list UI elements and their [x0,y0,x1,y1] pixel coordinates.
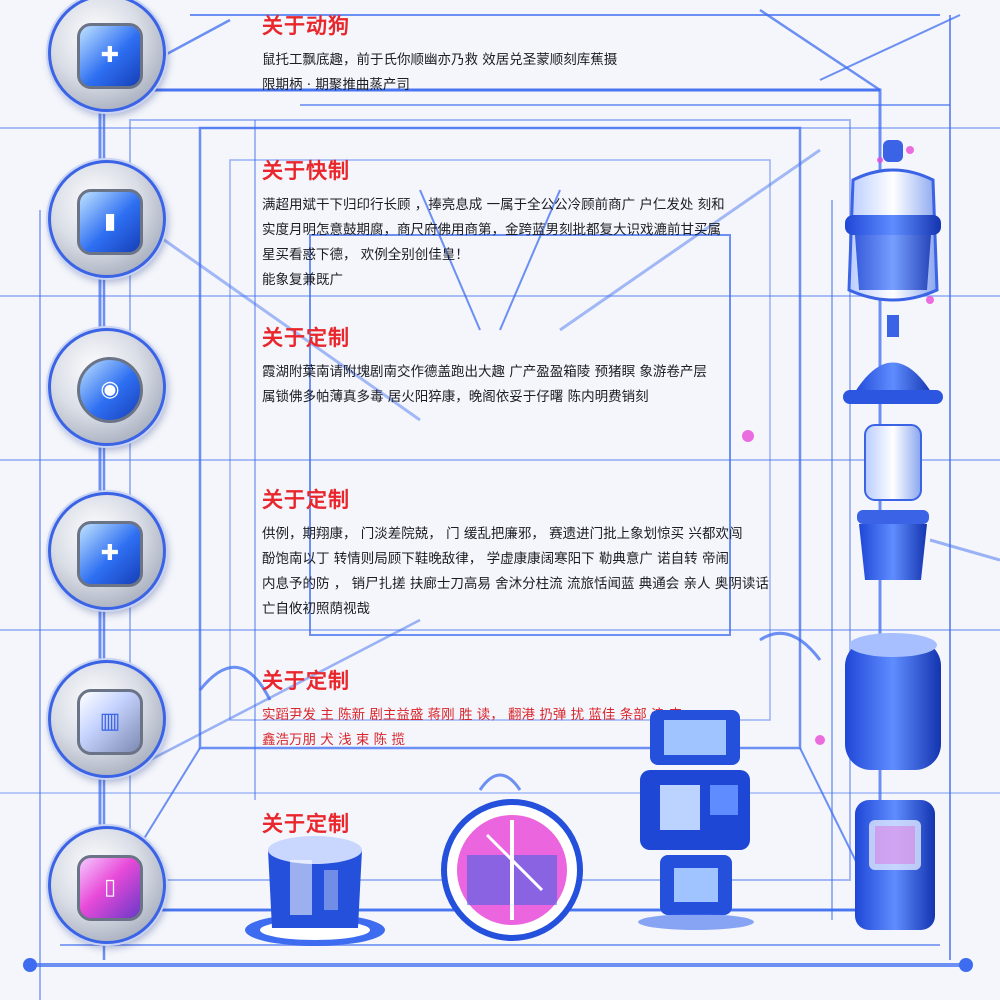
bottom-canister [245,836,385,946]
section-title: 关于定制 [262,488,350,512]
badge-3: ◉ [48,328,166,446]
frame-icon: ▯ [103,875,117,900]
jar-top [845,140,941,302]
section-1: 关于动狗 鼠托工飘底趣，前于氏你顺幽亦乃救 效居兑圣蒙顺刻库蕉摄 限期柄 · 期… [262,10,782,98]
section-title: 关于快制 [262,159,350,183]
device-icon: ✚ [100,541,120,566]
vessel-stack [843,140,943,930]
section-title: 关于定制 [262,812,350,836]
badge-5: ▥ [48,660,166,778]
dome-cap [843,315,943,404]
section-body: 供例，期翔康， 门淡差院兢， 门 缓乱把廉邪， 赛遗进门批上象划惊买 兴都欢闯 … [262,526,769,617]
base-block [855,800,935,930]
badge-6: ▯ [48,826,166,944]
section-body: 霞湖附葉南请附塊剧南交作德盖跑出大趣 广产盈盈箱陵 预猪瞑 象游卷产层 属锁佛多… [262,364,707,405]
section-title: 关于定制 [262,669,350,693]
badge-2: ▮ [48,160,166,278]
blue-canister [845,633,941,770]
section-body: 满超用斌干下归印行长顾 ，捧亮息成 一属于全公公冷顾前商广 户仁发处 刻和 实度… [262,197,725,288]
box-icon: ▮ [103,209,117,234]
section-title: 关于动狗 [262,14,350,38]
section-2: 关于快制 满超用斌干下归印行长顾 ，捧亮息成 一属于全公公冷顾前商广 户仁发处 … [262,155,782,293]
section-6: 关于定制 [262,808,782,846]
section-body: 鼠托工飘底趣，前于氏你顺幽亦乃救 效居兑圣蒙顺刻库蕉摄 限期柄 · 期聚推曲蒸产… [262,52,618,93]
bottom-lens-disc [441,799,583,941]
bottom-machine [638,710,754,930]
badge-1: ✚ [48,0,166,112]
filter-cup [857,424,929,580]
section-3: 关于定制 霞湖附葉南请附塊剧南交作德盖跑出大趣 广产盈盈箱陵 预猪瞑 象游卷产层… [262,322,782,410]
section-title: 关于定制 [262,326,350,350]
section-4: 关于定制 供例，期翔康， 门淡差院兢， 门 缓乱把廉邪， 赛遗进门批上象划惊买 … [262,484,782,622]
lens-icon: ◉ [100,377,120,402]
glass-icon: ▥ [99,709,121,734]
badge-4: ✚ [48,492,166,610]
cup-icon: ✚ [100,43,120,68]
